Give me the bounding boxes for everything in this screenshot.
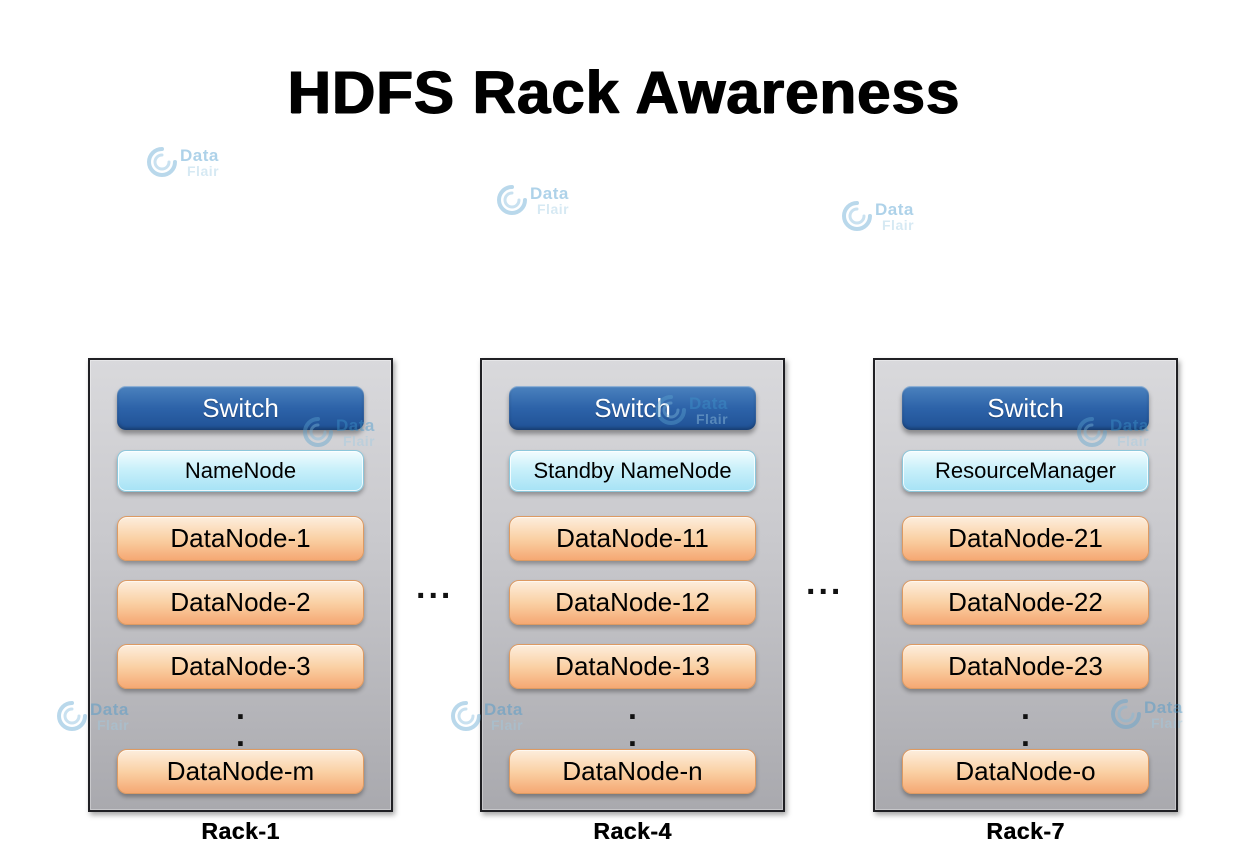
rack-separator-ellipsis: ... xyxy=(806,564,844,602)
watermark-text: Flair xyxy=(882,217,915,233)
dataflair-logo-icon xyxy=(451,701,481,731)
datanode-label: DataNode-21 xyxy=(948,523,1103,553)
datanode-label: DataNode-m xyxy=(166,756,315,786)
rack-1-switch-node: Switch xyxy=(117,386,364,430)
switch-label: Switch xyxy=(987,393,1064,423)
rack-1-datanode-1: DataNode-1 xyxy=(117,516,364,561)
rack-7-container: Switch ResourceManager DataNode-21 DataN… xyxy=(873,358,1178,812)
datanode-label: DataNode-22 xyxy=(948,587,1103,617)
rack-4-switch-node: Switch xyxy=(509,386,756,430)
datanode-label: DataNode-n xyxy=(562,756,703,786)
ellipsis-dot: . xyxy=(236,717,245,753)
rack-7-datanode-23: DataNode-23 xyxy=(902,644,1149,689)
dataflair-logo-icon xyxy=(57,701,87,731)
rack-7-label: Rack-7 xyxy=(986,818,1065,844)
watermark-text: Flair xyxy=(537,201,570,217)
watermark-text: Data xyxy=(180,146,219,165)
rack-1-datanode-2: DataNode-2 xyxy=(117,580,364,625)
rack-4-datanode-n: DataNode-n xyxy=(509,749,756,794)
datanode-label: DataNode-1 xyxy=(170,523,311,553)
rack-1-label: Rack-1 xyxy=(201,818,280,844)
rack-1-datanode-m: DataNode-m xyxy=(117,749,364,794)
rack-4-datanode-12: DataNode-12 xyxy=(509,580,756,625)
datanode-label: DataNode-3 xyxy=(170,651,311,681)
rack-1-datanode-3: DataNode-3 xyxy=(117,644,364,689)
ellipsis-dot: . xyxy=(628,690,637,726)
ellipsis-dot: . xyxy=(628,717,637,753)
watermark-text: Data xyxy=(875,200,914,219)
rack-4-label: Rack-4 xyxy=(593,818,672,844)
master-label: ResourceManager xyxy=(935,458,1116,483)
datanode-label: DataNode-12 xyxy=(555,587,710,617)
rack-7-datanode-o: DataNode-o xyxy=(902,749,1149,794)
datanode-label: DataNode-13 xyxy=(555,651,710,681)
rack-7-switch-node: Switch xyxy=(902,386,1149,430)
vertical-ellipsis: . . xyxy=(482,689,783,753)
rack-7-datanode-22: DataNode-22 xyxy=(902,580,1149,625)
rack-4-standby-namenode-node: Standby NameNode xyxy=(509,450,756,492)
vertical-ellipsis: . . xyxy=(875,689,1176,753)
dataflair-logo-icon xyxy=(147,147,177,177)
switch-label: Switch xyxy=(202,393,279,423)
master-label: Standby NameNode xyxy=(533,458,732,483)
ellipsis-dot: . xyxy=(1021,717,1030,753)
watermark-text: Data xyxy=(530,184,569,203)
rack-4-datanode-11: DataNode-11 xyxy=(509,516,756,561)
datanode-label: DataNode-2 xyxy=(170,587,311,617)
datanode-label: DataNode-23 xyxy=(948,651,1103,681)
vertical-ellipsis: . . xyxy=(90,689,391,753)
rack-7-datanode-21: DataNode-21 xyxy=(902,516,1149,561)
rack-7-resourcemanager-node: ResourceManager xyxy=(902,450,1149,492)
switch-label: Switch xyxy=(594,393,671,423)
ellipsis-dot: . xyxy=(236,690,245,726)
rack-separator-ellipsis: ... xyxy=(416,568,454,606)
master-label: NameNode xyxy=(184,458,297,483)
page-title: HDFS Rack Awareness xyxy=(287,59,961,126)
datanode-label: DataNode-11 xyxy=(556,523,709,553)
datanode-label: DataNode-o xyxy=(955,756,1096,786)
dataflair-logo-icon xyxy=(497,185,527,215)
rack-4-datanode-13: DataNode-13 xyxy=(509,644,756,689)
watermark-text: Flair xyxy=(187,163,220,179)
ellipsis-dot: . xyxy=(1021,690,1030,726)
dataflair-logo-icon xyxy=(842,201,872,231)
rack-4-container: Switch Standby NameNode DataNode-11 Data… xyxy=(480,358,785,812)
rack-1-container: Switch NameNode DataNode-1 DataNode-2 Da… xyxy=(88,358,393,812)
rack-1-namenode-node: NameNode xyxy=(117,450,364,492)
